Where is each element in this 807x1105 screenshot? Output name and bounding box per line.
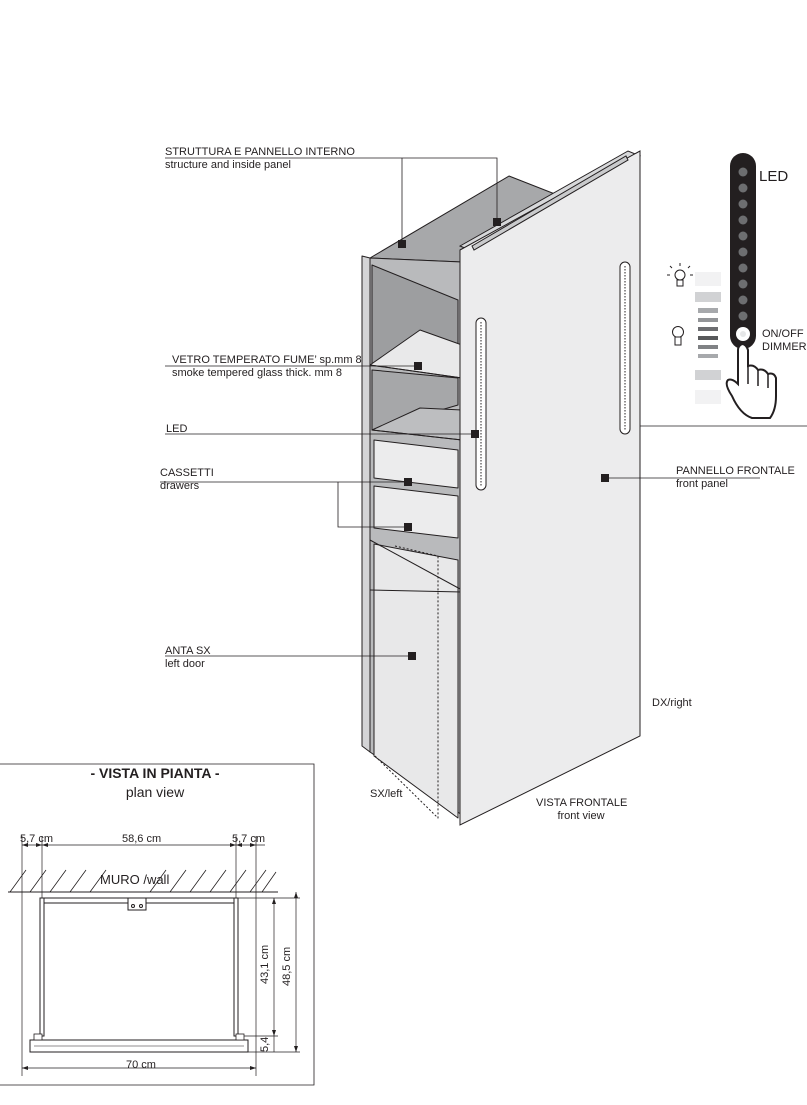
label-vetro: VETRO TEMPERATO FUME’ sp.mm 8 smoke temp… [172,354,362,380]
plan-bracket [127,897,147,911]
leader-lines [160,157,807,657]
open-door-dashed [374,556,439,819]
dim-depth-inner: 43,1 cm [259,944,271,984]
label-pannello-it: PANNELLO FRONTALE [676,465,795,477]
middle-compartment [371,369,459,431]
plan-left-side [39,897,45,1037]
label-vista-frontale: VISTA FRONTALE front view [536,797,628,823]
dim-depth-front: 5,4 [259,1036,271,1052]
label-pannello-en: front panel [676,478,728,490]
plan-view-title: - VISTA IN PIANTA - [90,765,220,781]
label-vetro-it: VETRO TEMPERATO FUME’ sp.mm 8 [172,354,362,366]
label-cassetti-it: CASSETTI [160,467,214,479]
bulb-bright-icon [667,263,693,287]
label-struttura-en: structure and inside panel [165,159,291,171]
dim-lines [21,836,300,1076]
label-anta-it: ANTA SX [165,645,211,657]
plan-view-subtitle: plan view [125,784,185,800]
cabinet-body [361,175,561,819]
led-button-label-2: DIMMER [762,341,807,353]
dim-depth-total: 48,5 cm [281,946,293,986]
label-anta: ANTA SX left door [165,645,211,671]
label-pannello: PANNELLO FRONTALE front panel [676,465,795,491]
led-dots [738,167,748,321]
dim-left: 5,7 cm [20,833,54,845]
label-dx: DX/right [652,697,692,709]
cabinet-left-side [361,255,371,753]
plan-right-side [233,897,239,1037]
label-struttura-it: STRUTTURA E PANNELLO INTERNO [165,146,355,158]
plan-frame [0,763,315,1086]
glass-shelf-edge [369,364,463,379]
front-panel-face [459,150,641,826]
bulb-dim-icon [672,326,684,346]
label-anta-en: left door [165,658,205,670]
dim-center: 58,6 cm [122,833,162,845]
hand-pointer-icon [725,342,777,419]
markers [398,218,609,660]
label-cassetti-en: drawers [160,480,200,492]
label-vetro-en: smoke tempered glass thick. mm 8 [172,367,342,379]
label-struttura: STRUTTURA E PANNELLO INTERNO structure a… [165,146,355,172]
led-button-label-1: ON/OFF [762,328,804,340]
label-cassetti: CASSETTI drawers [160,467,214,493]
led-control [667,153,777,419]
label-vista-frontale-en: front view [557,810,605,822]
led-button-label: ON/OFF DIMMER [762,328,807,354]
wall-label: MURO /wall [100,872,170,887]
leader-struttura [165,157,498,222]
dimmer-scale [695,272,721,404]
dim-width: 70 cm [126,1059,156,1071]
left-door [373,543,459,819]
dim-ticks [22,843,298,1070]
label-led: LED [166,423,187,436]
led-panel-title: LED [759,168,789,185]
plan-view [0,763,315,1086]
front-panel [458,150,642,826]
wall-hatch [9,869,277,893]
label-led-it: LED [166,423,188,435]
drawer-2-front [373,485,459,539]
drawer-1-front [373,439,459,489]
dim-right: 5,7 cm [232,833,266,845]
label-vista-frontale-it: VISTA FRONTALE [536,797,628,809]
label-sx: SX/left [370,788,403,800]
